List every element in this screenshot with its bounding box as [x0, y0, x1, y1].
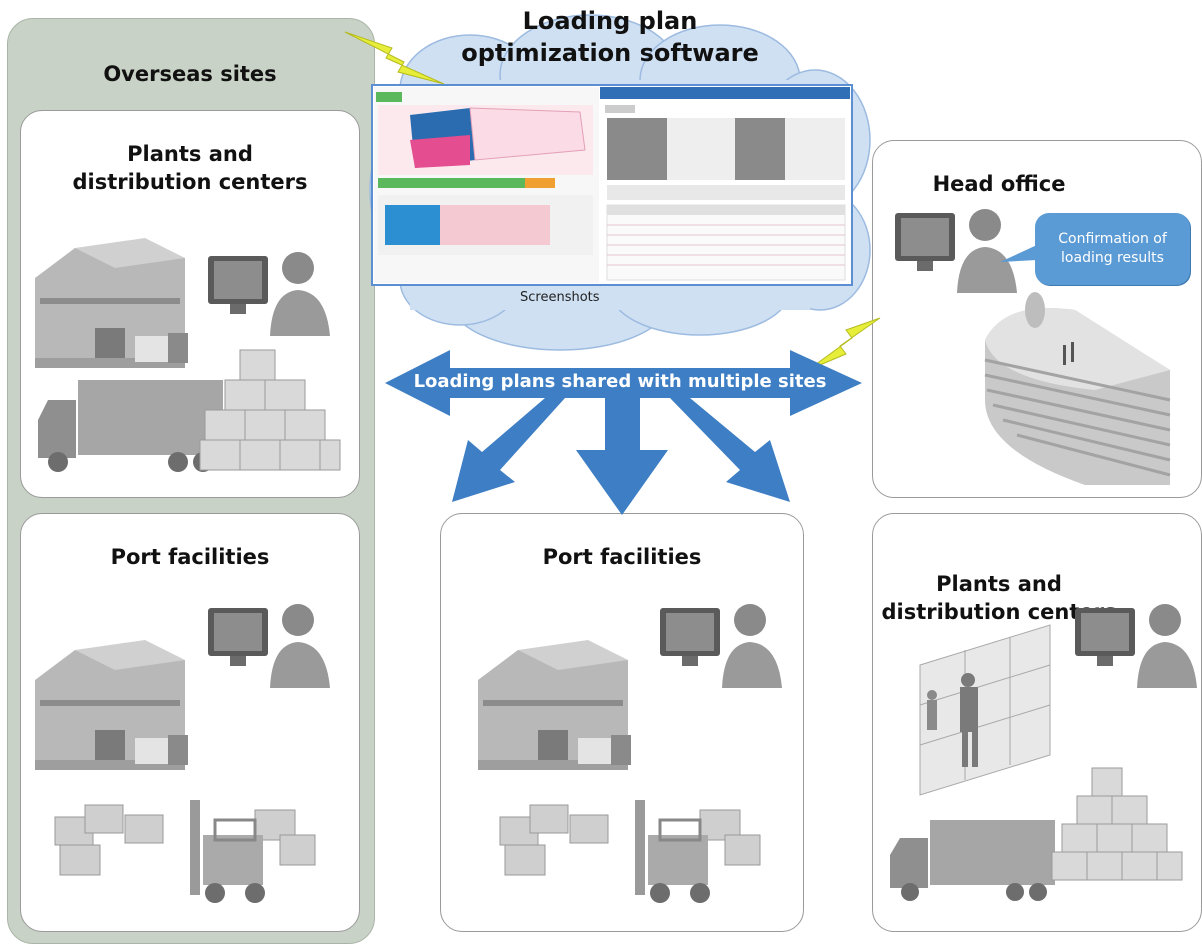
person-computer-icon-3: [660, 604, 782, 688]
head-office-title: Head office: [932, 172, 1066, 196]
truck-icon-2: [890, 820, 1055, 901]
sharing-arrows: [385, 350, 862, 515]
lightning-right-icon: [807, 317, 881, 371]
truck-icon-1: [38, 380, 223, 472]
box-stack-icon-2: [1051, 767, 1183, 881]
person-computer-icon-5: [1075, 604, 1197, 688]
overseas-plants-title-line2: distribution centers: [72, 170, 308, 194]
warehouse-building-icon-3: [478, 640, 631, 770]
overseas-plants-title-line1: Plants and: [127, 142, 253, 166]
bubble-line2: loading results: [1061, 250, 1164, 266]
arrow-label: Loading plans shared with multiple sites: [413, 371, 827, 392]
warehouse-building-icon-2: [35, 640, 188, 770]
software-screenshot: [371, 84, 853, 286]
person-computer-icon-1: [208, 252, 330, 336]
box-stack-icon-1: [199, 349, 341, 471]
screenshots-caption: Screenshots: [520, 290, 600, 305]
software-title-line2: optimization software: [461, 39, 759, 67]
bubble-line1: Confirmation of: [1058, 231, 1167, 247]
forklift-icon-1: [54, 800, 316, 903]
overseas-port-title: Port facilities: [110, 545, 270, 569]
person-computer-icon-4: [895, 209, 1017, 293]
forklift-icon-2: [499, 800, 761, 903]
center-port-title: Port facilities: [542, 545, 702, 569]
warehouse-building-icon-1: [35, 238, 188, 368]
overseas-sites-title: Overseas sites: [103, 62, 277, 86]
confirmation-bubble: Confirmation of loading results: [1035, 213, 1190, 285]
head-office-building-icon: [984, 292, 1171, 485]
person-computer-icon-2: [208, 604, 330, 688]
shelving-workers-icon: [919, 624, 1051, 796]
right-plants-title-line1: Plants and: [936, 572, 1062, 596]
software-title-line1: Loading plan: [522, 7, 698, 35]
